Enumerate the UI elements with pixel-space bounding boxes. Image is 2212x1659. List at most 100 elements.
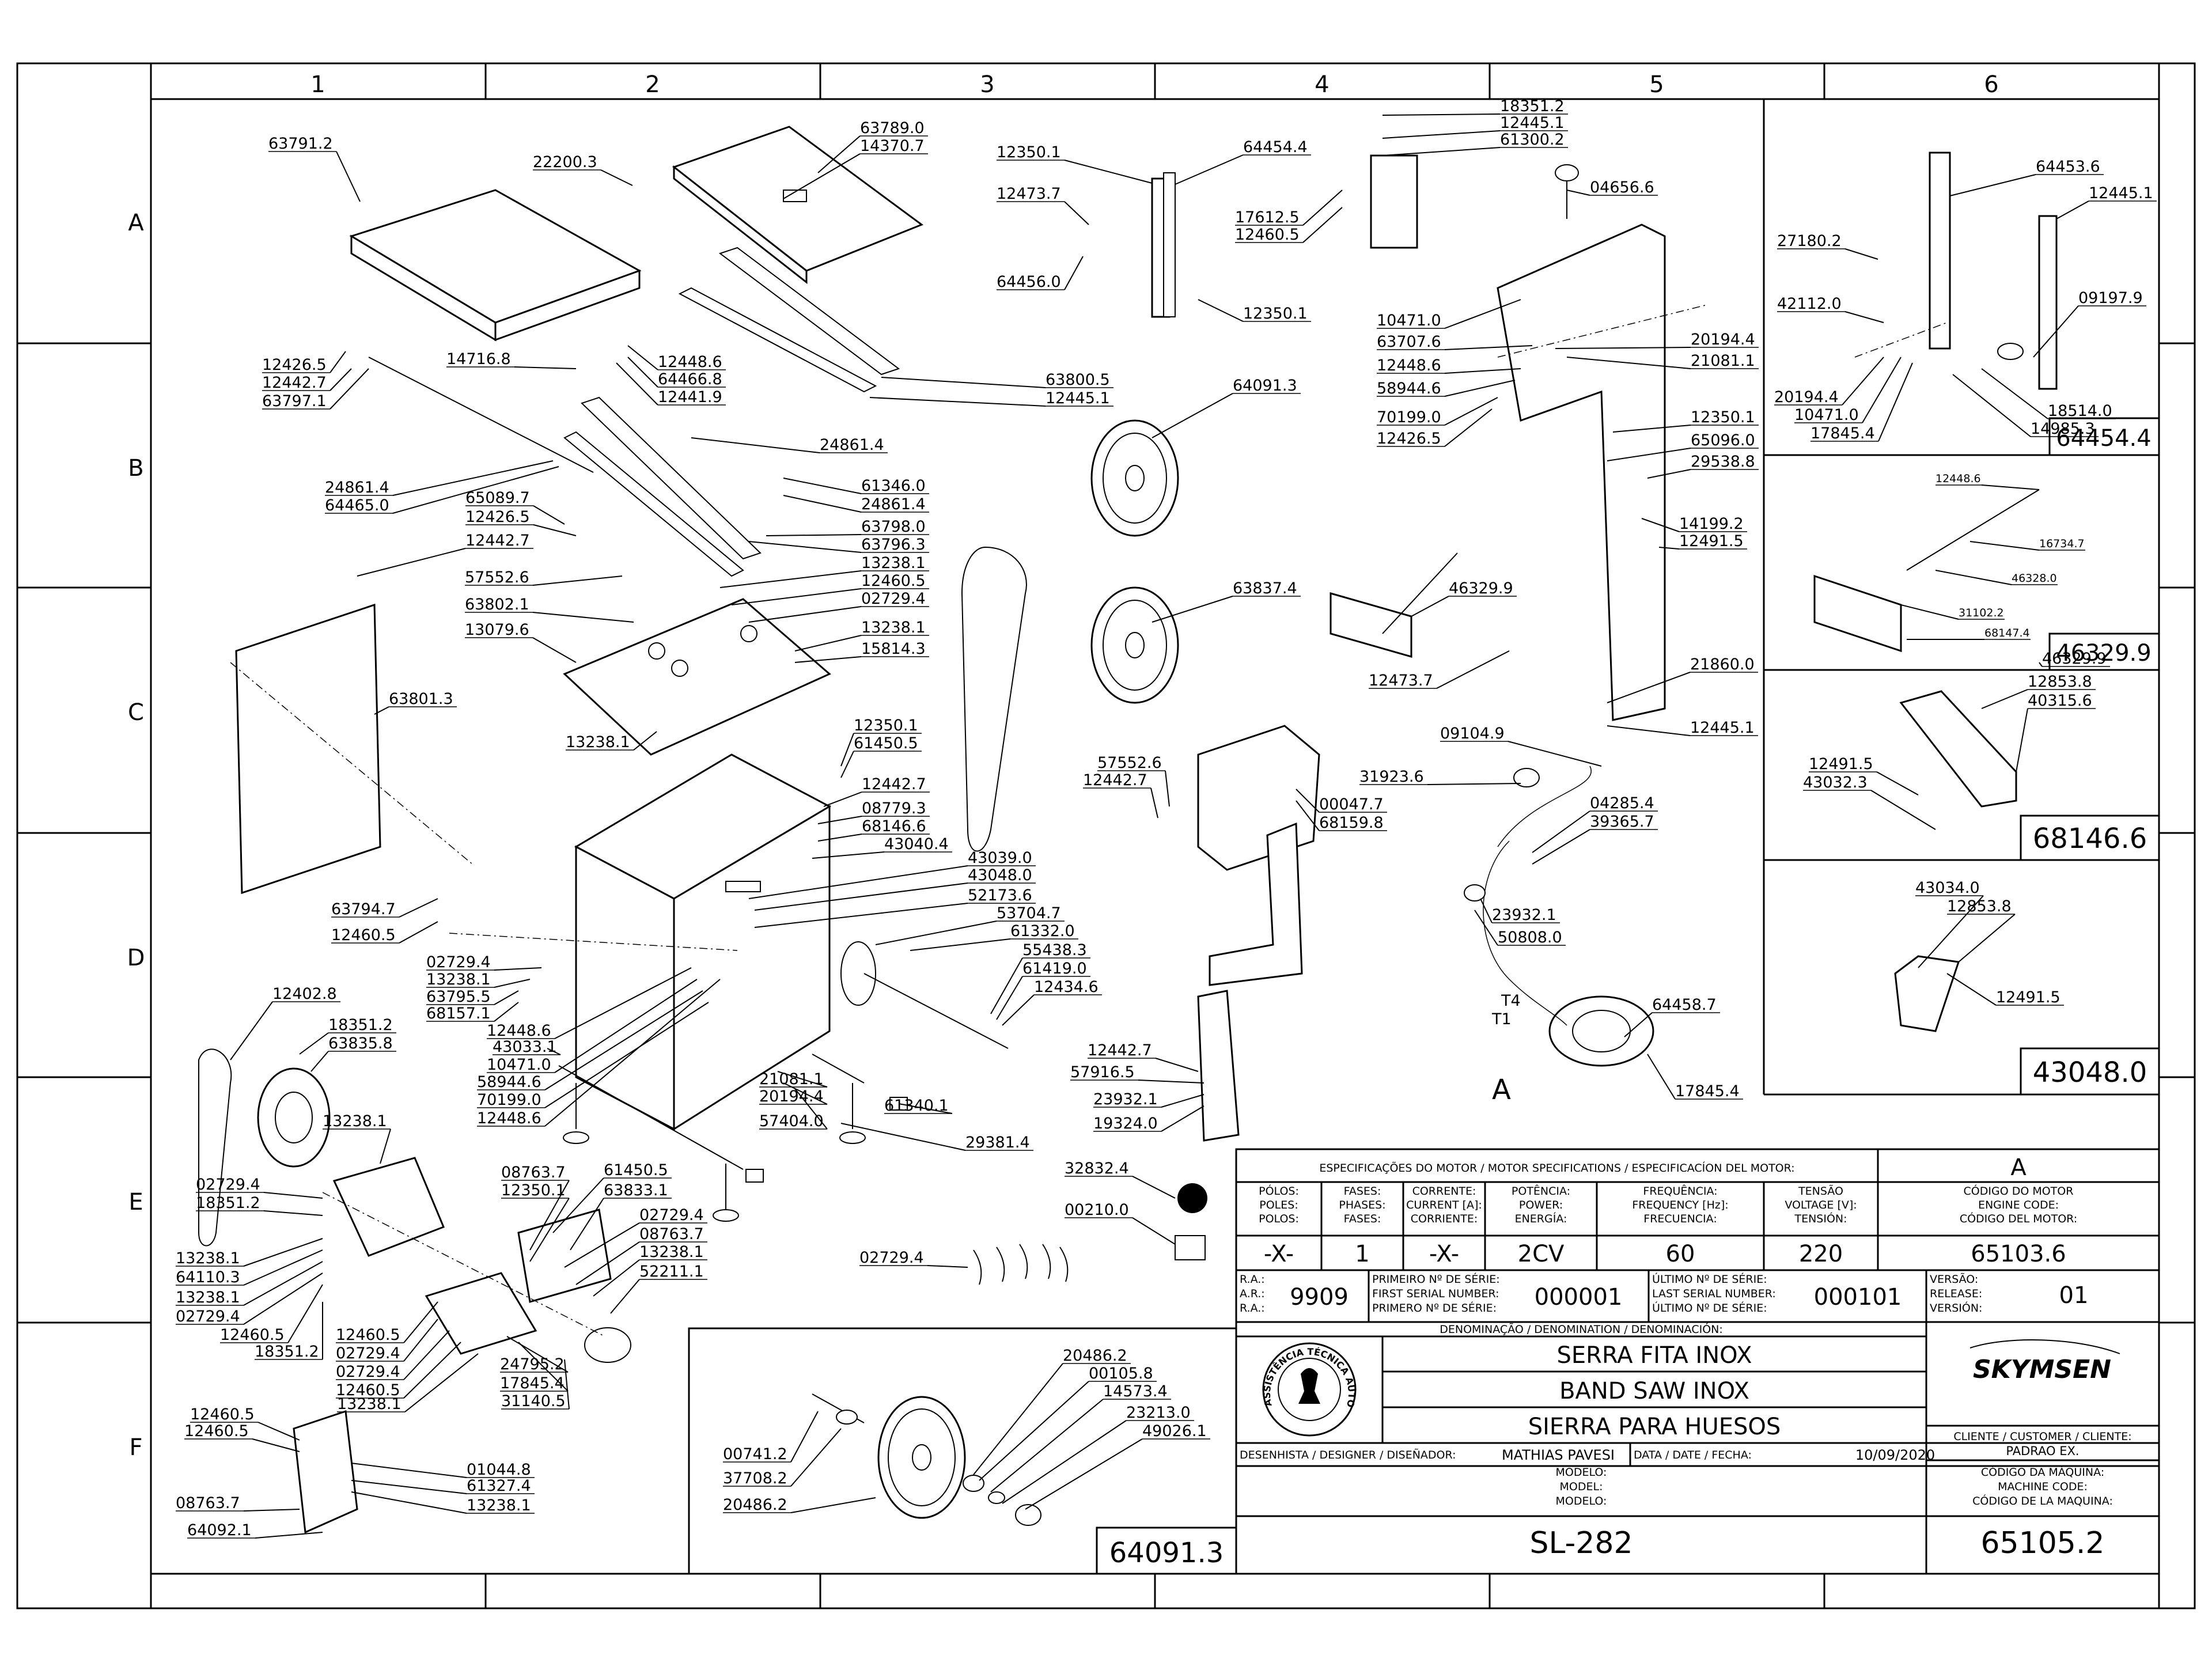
- callout-leader: [1150, 787, 1158, 819]
- phases-label-es: FASES:: [1344, 1213, 1381, 1225]
- callout-leader: [2056, 200, 2089, 219]
- ra-label-es: R.A.:: [1240, 1302, 1265, 1315]
- callout-leader: [1612, 425, 1691, 433]
- callout-leader: [1876, 771, 1919, 796]
- part-callout: 23932.1: [1093, 1090, 1158, 1108]
- panel-title-box-4: [2020, 1047, 2160, 1096]
- callout-leader: [380, 1128, 391, 1164]
- part-callout: 43034.0: [1915, 879, 1980, 897]
- part-callout: 57552.6: [465, 569, 529, 586]
- grid-row-labels: A B C D E F: [127, 210, 145, 1461]
- callout-leader: [766, 534, 862, 536]
- callout-leader: [748, 541, 862, 553]
- voltage-label-en: VOLTAGE [V]:: [1785, 1199, 1857, 1211]
- ra-label-en: A.R.:: [1240, 1287, 1265, 1300]
- part-callout: 12460.5: [1235, 226, 1300, 244]
- part-callout: 63802.1: [465, 596, 529, 613]
- part-callout: 68157.1: [426, 1005, 491, 1022]
- part-callout: 43048.0: [968, 866, 1032, 884]
- callout-leader: [1647, 469, 1691, 479]
- part-callout: 00047.7: [1319, 796, 1384, 813]
- part-callout: 24861.4: [325, 479, 389, 497]
- callout-leader: [1641, 518, 1680, 532]
- denomination-en: BAND SAW INOX: [1559, 1378, 1749, 1404]
- part-callout: 08763.7: [501, 1164, 566, 1181]
- callout-leader: [1152, 393, 1233, 438]
- part-callout: 02729.4: [336, 1344, 400, 1362]
- model-label: MODELO:: [1556, 1466, 1607, 1479]
- part-callout: 61450.5: [604, 1161, 668, 1179]
- machine-code-label-en: MACHINE CODE:: [1998, 1480, 2088, 1493]
- part-callout: 23932.1: [1492, 906, 1556, 924]
- callout-leader: [1138, 1080, 1205, 1084]
- grid-row-A: A: [128, 210, 144, 236]
- part-callout: 12441.9: [658, 388, 722, 406]
- part-callout: 64091.3: [1233, 377, 1297, 395]
- callout-leader: [881, 377, 1046, 388]
- callout-leader: [1411, 596, 1449, 617]
- callout-leader: [754, 903, 968, 928]
- callout-leader: [403, 1319, 438, 1362]
- callout-leader: [1436, 650, 1510, 689]
- part-callout: 00105.8: [1089, 1365, 1153, 1382]
- callout-leader: [1302, 190, 1343, 226]
- part-callout: 21081.1: [759, 1070, 824, 1088]
- part-callout: 13238.1: [467, 1497, 531, 1514]
- grid-col-2: 2: [645, 71, 660, 98]
- part-callout: 63835.8: [328, 1035, 393, 1052]
- panel-title-46329-9: 46329.9: [2056, 640, 2151, 666]
- part-callout: 52211.1: [639, 1263, 704, 1281]
- skymsen-logo: SKYMSEN: [1969, 1339, 2120, 1384]
- callout-leader: [1382, 147, 1501, 156]
- power-label-en: POWER:: [1519, 1199, 1563, 1211]
- part-callout: 17612.5: [1235, 209, 1300, 226]
- current-label-es: CORRIENTE:: [1411, 1213, 1478, 1225]
- frequency-label-es: FRECUENCIA:: [1643, 1213, 1717, 1225]
- callout-leader: [1532, 810, 1590, 853]
- callout-leader: [554, 979, 698, 1073]
- callout-leader: [263, 1210, 323, 1216]
- part-callout: 63794.7: [331, 900, 396, 918]
- callout-leader: [790, 1497, 876, 1513]
- callout-leader: [506, 1336, 569, 1373]
- motor-code-value: 65103.6: [1971, 1241, 2066, 1267]
- callout-leader: [1842, 357, 1884, 406]
- callout-leader: [1302, 207, 1343, 243]
- callout-leader: [392, 460, 554, 496]
- part-callout: 64092.1: [187, 1521, 252, 1539]
- callout-leader: [840, 1123, 966, 1151]
- part-callout: 20194.4: [1691, 331, 1755, 349]
- part-callout: 64456.0: [997, 273, 1061, 291]
- part-callout: 63791.2: [268, 135, 333, 153]
- callout-leader: [1198, 299, 1244, 322]
- callout-leader: [1844, 248, 1878, 260]
- part-callout: 63833.1: [604, 1181, 668, 1199]
- part-callout: 61450.5: [854, 734, 918, 752]
- part-callout: 61419.0: [1022, 960, 1087, 978]
- part-callout: 12442.7: [1083, 771, 1147, 789]
- part-callout: 39365.7: [1590, 813, 1654, 831]
- part-callout: 20486.2: [1063, 1347, 1127, 1365]
- part-callout: 12434.6: [1034, 978, 1099, 996]
- callout-leader: [1647, 1054, 1676, 1100]
- callout-leader: [533, 505, 565, 525]
- poles-label: PÓLOS:: [1259, 1184, 1299, 1198]
- part-callout: 12445.1: [1500, 114, 1565, 132]
- part-callout: 14370.7: [860, 137, 925, 155]
- callout-leader: [748, 865, 968, 899]
- phases-value: 1: [1355, 1241, 1369, 1267]
- callout-leader: [790, 1428, 842, 1487]
- motor-spec-header: ESPECIFICAÇÕES DO MOTOR / MOTOR SPECIFIC…: [1319, 1161, 1794, 1175]
- part-callout: 12350.1: [1691, 408, 1755, 426]
- part-callout: 18351.2: [255, 1343, 319, 1361]
- callout-leader: [1064, 256, 1084, 290]
- part-callout: 12473.7: [997, 185, 1061, 203]
- part-callout: 10471.0: [1794, 406, 1859, 424]
- part-callout: 55438.3: [1022, 941, 1087, 959]
- callout-leader: [600, 169, 633, 186]
- callout-leader: [1175, 154, 1244, 185]
- label-sticker-icon: [1175, 1235, 1206, 1260]
- callout-leader: [1508, 741, 1602, 767]
- part-callout: 21860.0: [1690, 656, 1755, 673]
- part-callout: 13238.1: [323, 1112, 387, 1130]
